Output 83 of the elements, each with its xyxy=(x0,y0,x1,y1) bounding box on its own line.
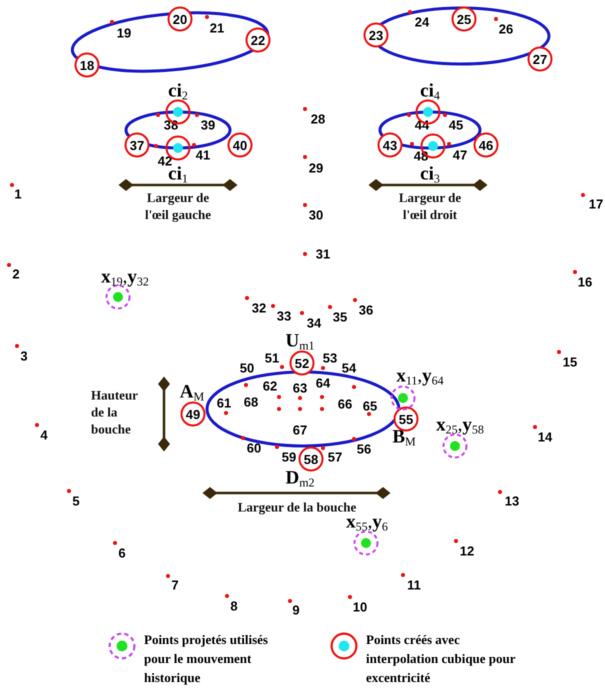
landmark-number: 42 xyxy=(158,154,172,168)
landmark-number: 24 xyxy=(414,16,430,28)
point-label: x$_{11}$,y$_{64}$ xyxy=(396,366,444,386)
point-label: ci$_{4}$ xyxy=(420,82,440,100)
circled-landmark: 18 xyxy=(74,52,100,78)
circled-landmark: 22 xyxy=(245,27,271,53)
landmark-number: 63 xyxy=(292,382,308,394)
landmark-number: 61 xyxy=(216,396,232,410)
landmark-number: 17 xyxy=(588,198,604,210)
legend-text: Points créés avec interpolation cubique pour excentricité xyxy=(366,631,516,687)
landmark-number: 8 xyxy=(230,600,238,612)
landmark-number: 57 xyxy=(328,450,342,464)
landmark-number: 16 xyxy=(578,276,592,288)
landmark-number: 47 xyxy=(452,148,468,162)
landmark-number: 11 xyxy=(407,578,421,592)
landmark-number: 31 xyxy=(316,248,330,260)
dimension-label: Largeur de l'œil droit xyxy=(398,189,462,223)
landmark-number: 64 xyxy=(316,376,330,390)
landmark-number: 4 xyxy=(40,428,48,442)
landmark-number: 45 xyxy=(448,118,464,132)
landmark-number: 35 xyxy=(332,310,348,324)
dimension-label: Largeur de la bouche xyxy=(236,498,358,516)
point-label: ci$_{1}$ xyxy=(168,164,188,184)
circled-landmark: 40 xyxy=(227,132,253,158)
landmark-number: 9 xyxy=(292,604,300,616)
point-label: A$_{M}$ xyxy=(180,382,204,402)
landmark-number: 50 xyxy=(240,362,254,374)
landmark-number: 28 xyxy=(310,112,326,126)
landmark-number: 53 xyxy=(322,352,338,364)
point-label: x$_{55}$,y$_{6}$ xyxy=(346,512,388,532)
landmark-number: 1 xyxy=(14,188,22,200)
point-label: U$_{m1}$ xyxy=(285,332,315,350)
circled-landmark: 46 xyxy=(473,132,499,158)
landmark-number: 51 xyxy=(264,352,280,364)
landmark-number: 66 xyxy=(338,398,352,410)
landmark-number: 21 xyxy=(210,22,224,34)
landmark-number: 30 xyxy=(308,208,324,222)
landmark-number: 32 xyxy=(252,302,266,314)
landmark-number: 12 xyxy=(460,544,474,558)
landmark-number: 59 xyxy=(282,450,296,464)
dimension-label: Largeur de l'œil gauche xyxy=(144,189,212,223)
circled-landmark: 27 xyxy=(527,46,553,72)
landmark-number: 60 xyxy=(246,442,262,454)
landmark-number: 10 xyxy=(352,600,368,614)
circled-landmark: 25 xyxy=(451,6,477,32)
dimension-label: Hauteur de la bouche xyxy=(91,386,139,438)
projected-point xyxy=(353,530,379,556)
circled-landmark: 43 xyxy=(377,132,403,158)
landmark-number: 5 xyxy=(72,494,80,508)
landmark-number: 19 xyxy=(116,26,132,40)
landmark-number: 33 xyxy=(276,310,292,322)
landmark-number: 2 xyxy=(12,268,20,280)
landmark-number: 29 xyxy=(308,162,324,174)
landmark-number: 65 xyxy=(362,400,378,412)
landmark-number: 67 xyxy=(292,424,308,436)
landmark-number: 54 xyxy=(342,362,356,374)
landmark-number: 26 xyxy=(498,22,514,36)
circled-landmark: 49 xyxy=(180,401,206,427)
landmark-number: 39 xyxy=(200,118,216,132)
landmark-number: 62 xyxy=(262,380,278,392)
landmark-number: 34 xyxy=(306,316,322,330)
landmark-number: 56 xyxy=(356,442,372,456)
landmark-number: 14 xyxy=(538,430,552,444)
circled-landmark: 52 xyxy=(289,350,315,376)
point-label: x$_{25}$,y$_{58}$ xyxy=(436,416,484,434)
landmark-number: 15 xyxy=(562,356,578,368)
landmark-number: 3 xyxy=(20,350,28,362)
landmark-number: 7 xyxy=(171,578,179,592)
circled-landmark: 20 xyxy=(167,6,193,32)
landmark-number: 13 xyxy=(504,494,520,508)
landmark-number: 68 xyxy=(244,396,258,408)
point-label: x$_{19}$,y$_{32}$ xyxy=(101,268,149,286)
legend-text: Points projetés utilisés pour le mouvement historique xyxy=(144,631,269,687)
projected-point xyxy=(442,433,468,459)
circled-landmark: 37 xyxy=(124,132,150,158)
landmark-number: 36 xyxy=(358,304,374,316)
landmark-number: 6 xyxy=(118,546,126,560)
landmark-number: 41 xyxy=(196,148,210,162)
circled-landmark: 23 xyxy=(363,22,389,48)
point-label: ci$_{2}$ xyxy=(168,82,188,100)
circled-landmark: 58 xyxy=(298,446,324,472)
point-label: ci$_{3}$ xyxy=(420,164,440,184)
projected-point xyxy=(390,385,416,411)
